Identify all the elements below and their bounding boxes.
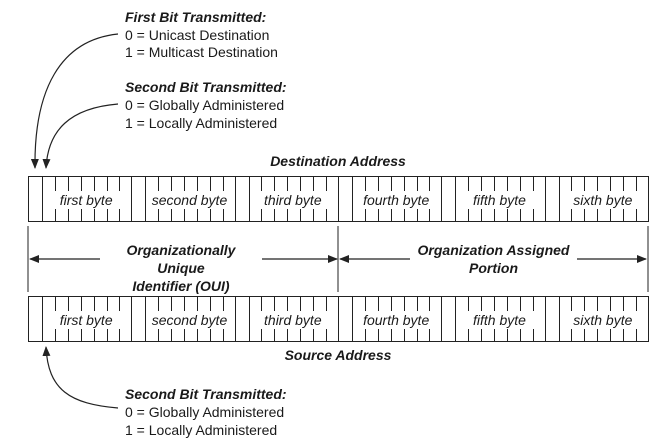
bit-divider xyxy=(351,177,353,221)
assigned-label-line1: Organization Assigned xyxy=(417,242,570,258)
second-bit-local-bottom: 1 = Locally Administered xyxy=(125,422,278,438)
source-byte-4: fourth byte xyxy=(338,296,443,342)
second-bit-global-bottom: 0 = Globally Administered xyxy=(125,404,285,420)
byte-label: first byte xyxy=(43,311,130,329)
source-byte-1: first byte xyxy=(28,296,133,342)
byte-label: first byte xyxy=(43,191,130,209)
bit-divider xyxy=(558,297,560,341)
source-address-title: Source Address xyxy=(284,347,392,363)
bit-divider xyxy=(145,297,147,341)
byte-label: fourth byte xyxy=(353,191,440,209)
organization-assigned-label: Organization Assigned Portion xyxy=(410,241,577,277)
second-bit-title-bottom: Second Bit Transmitted: xyxy=(125,386,287,402)
bit-divider xyxy=(248,177,250,221)
bit-divider xyxy=(351,297,353,341)
destination-byte-6: sixth byte xyxy=(544,176,649,222)
bit-divider xyxy=(455,177,457,221)
bit-divider xyxy=(558,177,560,221)
byte-label: third byte xyxy=(249,311,336,329)
source-byte-3: third byte xyxy=(234,296,339,342)
bit-divider xyxy=(41,297,43,341)
byte-label: second byte xyxy=(146,311,233,329)
first-bit-title: First Bit Transmitted: xyxy=(125,9,267,25)
destination-byte-4: fourth byte xyxy=(338,176,443,222)
second-bit-title-top: Second Bit Transmitted: xyxy=(125,79,287,95)
oui-label-line2: Identifier (OUI) xyxy=(132,278,230,294)
destination-byte-2: second byte xyxy=(131,176,236,222)
source-byte-6: sixth byte xyxy=(544,296,649,342)
byte-label: second byte xyxy=(146,191,233,209)
source-address-row: first byte second byte third byte fourth by… xyxy=(28,296,649,342)
oui-label: Organizationally Unique Identifier (OUI) xyxy=(100,241,262,295)
byte-label: fourth byte xyxy=(353,311,440,329)
second-bit-arrow-top xyxy=(42,103,119,169)
first-bit-arrow xyxy=(30,33,119,169)
first-bit-multicast: 1 = Multicast Destination xyxy=(125,44,278,60)
byte-label: sixth byte xyxy=(559,191,646,209)
byte-label: fifth byte xyxy=(456,311,543,329)
byte-label: third byte xyxy=(249,191,336,209)
oui-label-line1: Organizationally Unique xyxy=(126,242,236,276)
byte-label: fifth byte xyxy=(456,191,543,209)
destination-byte-5: fifth byte xyxy=(441,176,546,222)
second-bit-global-top: 0 = Globally Administered xyxy=(125,97,285,113)
source-byte-5: fifth byte xyxy=(441,296,546,342)
bit-divider xyxy=(248,297,250,341)
source-byte-2: second byte xyxy=(131,296,236,342)
bit-divider xyxy=(455,297,457,341)
bit-divider xyxy=(145,177,147,221)
second-bit-local-top: 1 = Locally Administered xyxy=(125,115,278,131)
destination-byte-3: third byte xyxy=(234,176,339,222)
byte-label: sixth byte xyxy=(559,311,646,329)
bit-divider xyxy=(41,177,43,221)
second-bit-arrow-bottom xyxy=(42,346,119,409)
assigned-label-line2: Portion xyxy=(469,260,518,276)
destination-address-row: first byte second byte third byte fourth by… xyxy=(28,176,649,222)
destination-byte-1: first byte xyxy=(28,176,133,222)
first-bit-unicast: 0 = Unicast Destination xyxy=(125,27,270,43)
destination-address-title: Destination Address xyxy=(270,153,406,169)
